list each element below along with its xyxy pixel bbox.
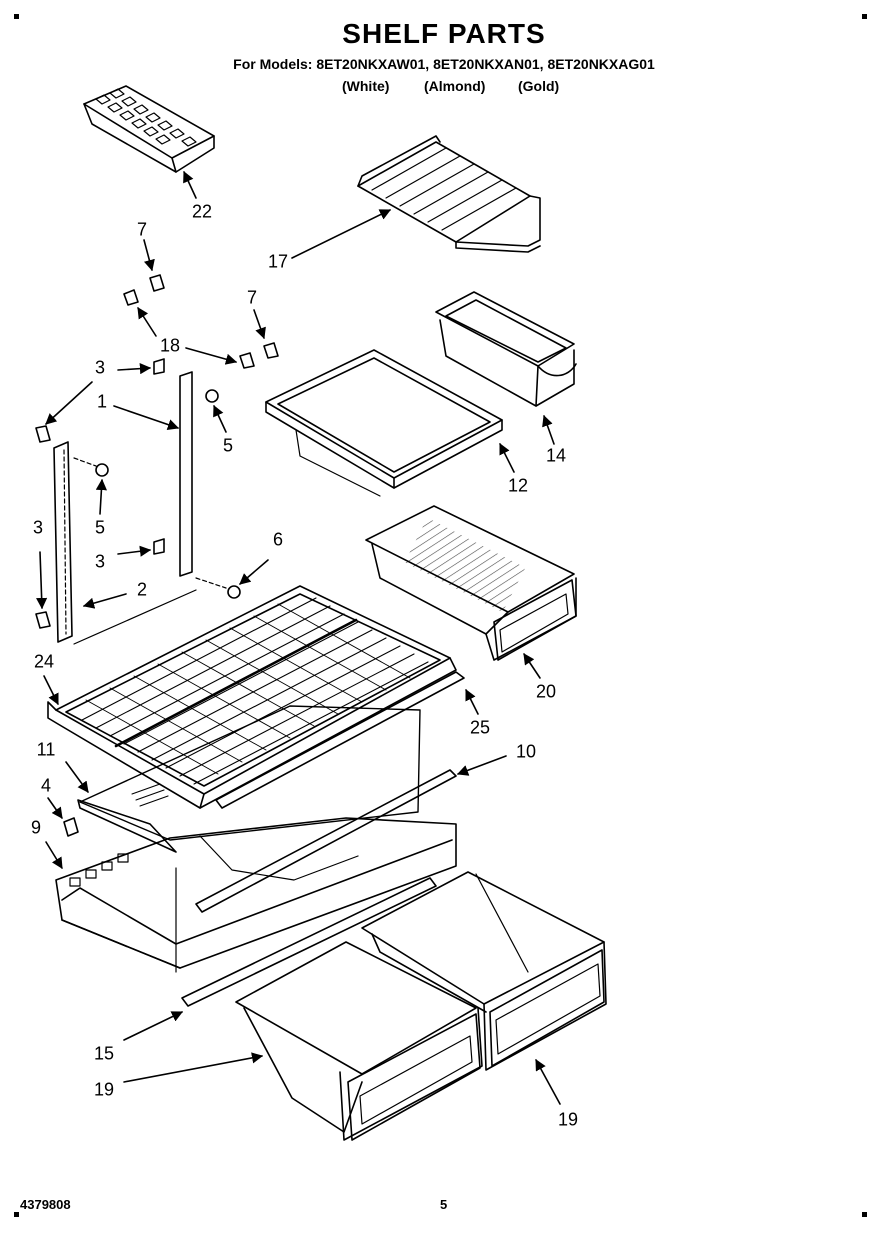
crisper-cover-glass <box>78 706 420 852</box>
leader-5b <box>95 478 107 514</box>
callout-17: 17 <box>267 251 289 272</box>
leader-10 <box>456 756 506 776</box>
ice-cube-tray <box>84 86 214 172</box>
callout-2: 2 <box>136 579 148 600</box>
callout-3a: 3 <box>94 357 106 378</box>
callout-7a: 7 <box>136 219 148 240</box>
leader-19b <box>536 1059 560 1104</box>
callout-15: 15 <box>93 1043 115 1064</box>
callout-7b: 7 <box>246 287 258 308</box>
callout-5a: 5 <box>222 435 234 456</box>
frame-support-clip <box>64 818 78 836</box>
models-line: For Models: 8ET20NKXAW01, 8ET20NKXAN01, … <box>233 56 655 72</box>
page-number: 5 <box>440 1197 448 1212</box>
leader-17 <box>292 210 392 258</box>
registration-mark-top-left <box>14 14 19 19</box>
callout-18: 18 <box>159 335 181 356</box>
callout-3d: 3 <box>94 551 106 572</box>
ladder-screws <box>96 390 240 598</box>
callout-12: 12 <box>507 475 529 496</box>
leader-2 <box>82 594 126 609</box>
crisper-cover-frame <box>56 818 456 972</box>
glass-shelf-frame <box>266 350 502 496</box>
finish-white: (White) <box>342 78 390 94</box>
callout-19a: 19 <box>93 1079 115 1100</box>
leader-6 <box>239 560 268 584</box>
dairy-bin <box>436 292 576 406</box>
leader-25 <box>466 688 478 714</box>
callout-20: 20 <box>535 681 557 702</box>
leader-14 <box>542 414 554 444</box>
leader-3c <box>36 552 48 610</box>
leader-19a <box>124 1052 264 1082</box>
finish-almond: (Almond) <box>424 78 486 94</box>
leader-18a <box>138 307 156 336</box>
crisper-drawer-right <box>362 872 606 1070</box>
callout-10: 10 <box>515 741 537 762</box>
upper-crisper-pan <box>366 506 576 660</box>
leader-3b <box>45 382 92 424</box>
leader-24 <box>44 676 58 706</box>
callout-25: 25 <box>469 717 491 738</box>
callout-24: 24 <box>33 651 55 672</box>
callout-6: 6 <box>272 529 284 550</box>
callout-11: 11 <box>36 739 56 760</box>
leader-11 <box>66 762 88 793</box>
callout-5b: 5 <box>94 517 106 538</box>
callout-1: 1 <box>96 391 108 412</box>
finish-gold: (Gold) <box>518 78 560 94</box>
leader-3d <box>118 545 152 557</box>
registration-mark-bottom-right <box>862 1212 867 1217</box>
leader-15 <box>124 1012 184 1040</box>
leader-3a <box>118 363 152 375</box>
main-wire-shelf <box>48 586 456 808</box>
shelf-ladder-rails <box>54 372 192 642</box>
leader-22 <box>183 170 196 198</box>
crisper-divider <box>182 878 436 1006</box>
leader-1 <box>114 406 180 431</box>
registration-mark-top-right <box>862 14 867 19</box>
leader-20 <box>524 653 540 678</box>
callout-22: 22 <box>191 201 213 222</box>
callout-9: 9 <box>30 817 42 838</box>
crisper-cover-rail <box>196 770 456 912</box>
ladder-end-caps <box>36 359 164 628</box>
shelf-support-clips <box>124 275 278 368</box>
callout-14: 14 <box>545 445 567 466</box>
leader-5a <box>213 404 226 432</box>
callout-3c: 3 <box>32 517 44 538</box>
leader-9 <box>46 842 62 869</box>
crisper-drawer-left <box>236 942 482 1140</box>
document-number: 4379808 <box>20 1197 71 1212</box>
shelf-front-trim <box>216 672 464 808</box>
leader-4 <box>48 798 62 819</box>
callout-19b: 19 <box>557 1109 579 1130</box>
leader-18b <box>186 348 238 365</box>
leader-7a <box>144 240 155 272</box>
page-title: SHELF PARTS <box>342 18 546 49</box>
registration-mark-bottom-left <box>14 1212 19 1217</box>
door-wire-shelf <box>358 98 540 252</box>
callout-4: 4 <box>40 775 52 796</box>
leader-7b <box>254 310 266 340</box>
leader-12 <box>500 442 514 472</box>
